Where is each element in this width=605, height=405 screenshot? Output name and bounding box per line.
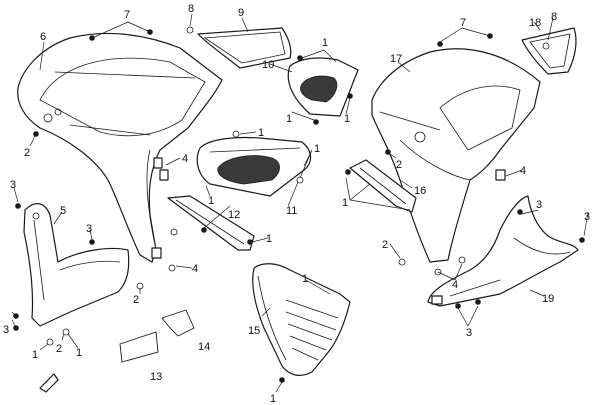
- callout-1: 1: [302, 273, 308, 285]
- callout-1: 1: [76, 347, 82, 359]
- callout-17: 17: [390, 53, 402, 65]
- callout-1: 1: [266, 233, 272, 245]
- callout-4: 4: [452, 279, 458, 291]
- decal-14-part: [161, 309, 195, 337]
- callout-labels: 7 8 9 6 2 3 5 3 3 1 2 1 13 14 2 4 4 1 12…: [3, 3, 590, 405]
- callout-1: 1: [208, 195, 214, 207]
- callout-5: 5: [60, 205, 66, 217]
- callout-1: 1: [314, 143, 320, 155]
- callout-3: 3: [584, 211, 590, 223]
- upper-cover-panel-part: [197, 27, 292, 69]
- callout-13: 13: [150, 371, 162, 383]
- callout-1: 1: [270, 393, 276, 405]
- fasteners: [13, 26, 585, 383]
- vent-grille-lower-part: [196, 136, 312, 197]
- callout-15: 15: [248, 325, 260, 337]
- callout-1: 1: [258, 127, 264, 139]
- callout-14: 14: [198, 341, 210, 353]
- callout-9: 9: [238, 7, 244, 19]
- callout-3: 3: [536, 199, 542, 211]
- right-lower-cowl-part: [427, 195, 579, 307]
- callout-1: 1: [286, 113, 292, 125]
- callout-3: 3: [10, 179, 16, 191]
- callout-7: 7: [460, 17, 466, 29]
- callout-1: 1: [344, 113, 350, 125]
- callout-6: 6: [40, 31, 46, 43]
- callout-3: 3: [466, 327, 472, 339]
- callout-2: 2: [382, 239, 388, 251]
- callout-2: 2: [133, 294, 139, 306]
- lower-inner-panel-part: [23, 203, 130, 327]
- right-bracket-part: [349, 159, 417, 213]
- callout-2: 2: [24, 147, 30, 159]
- callout-2: 2: [56, 343, 62, 355]
- callout-12: 12: [228, 209, 240, 221]
- callout-4: 4: [182, 153, 188, 165]
- vent-grille-upper-part: [287, 57, 359, 117]
- callout-4: 4: [192, 263, 198, 275]
- callout-8: 8: [551, 11, 557, 23]
- callout-1: 1: [342, 197, 348, 209]
- callout-18: 18: [529, 17, 541, 29]
- right-side-fairing-part: [371, 48, 541, 263]
- callout-16: 16: [414, 185, 426, 197]
- left-side-fairing-part: [17, 32, 223, 263]
- callout-1: 1: [322, 37, 328, 49]
- leader-lines: [11, 13, 589, 393]
- callout-2: 2: [396, 159, 402, 171]
- callout-19: 19: [542, 293, 554, 305]
- small-clip-part: [39, 373, 59, 393]
- callout-7: 7: [124, 9, 130, 21]
- callout-8: 8: [188, 3, 194, 15]
- callout-4: 4: [520, 165, 526, 177]
- callout-10: 10: [262, 59, 274, 71]
- callout-3: 3: [3, 324, 9, 336]
- callout-1: 1: [32, 349, 38, 361]
- decal-13-part: [119, 331, 159, 363]
- callout-3: 3: [86, 223, 92, 235]
- right-upper-cover-part: [521, 27, 577, 75]
- callout-11: 11: [286, 205, 297, 217]
